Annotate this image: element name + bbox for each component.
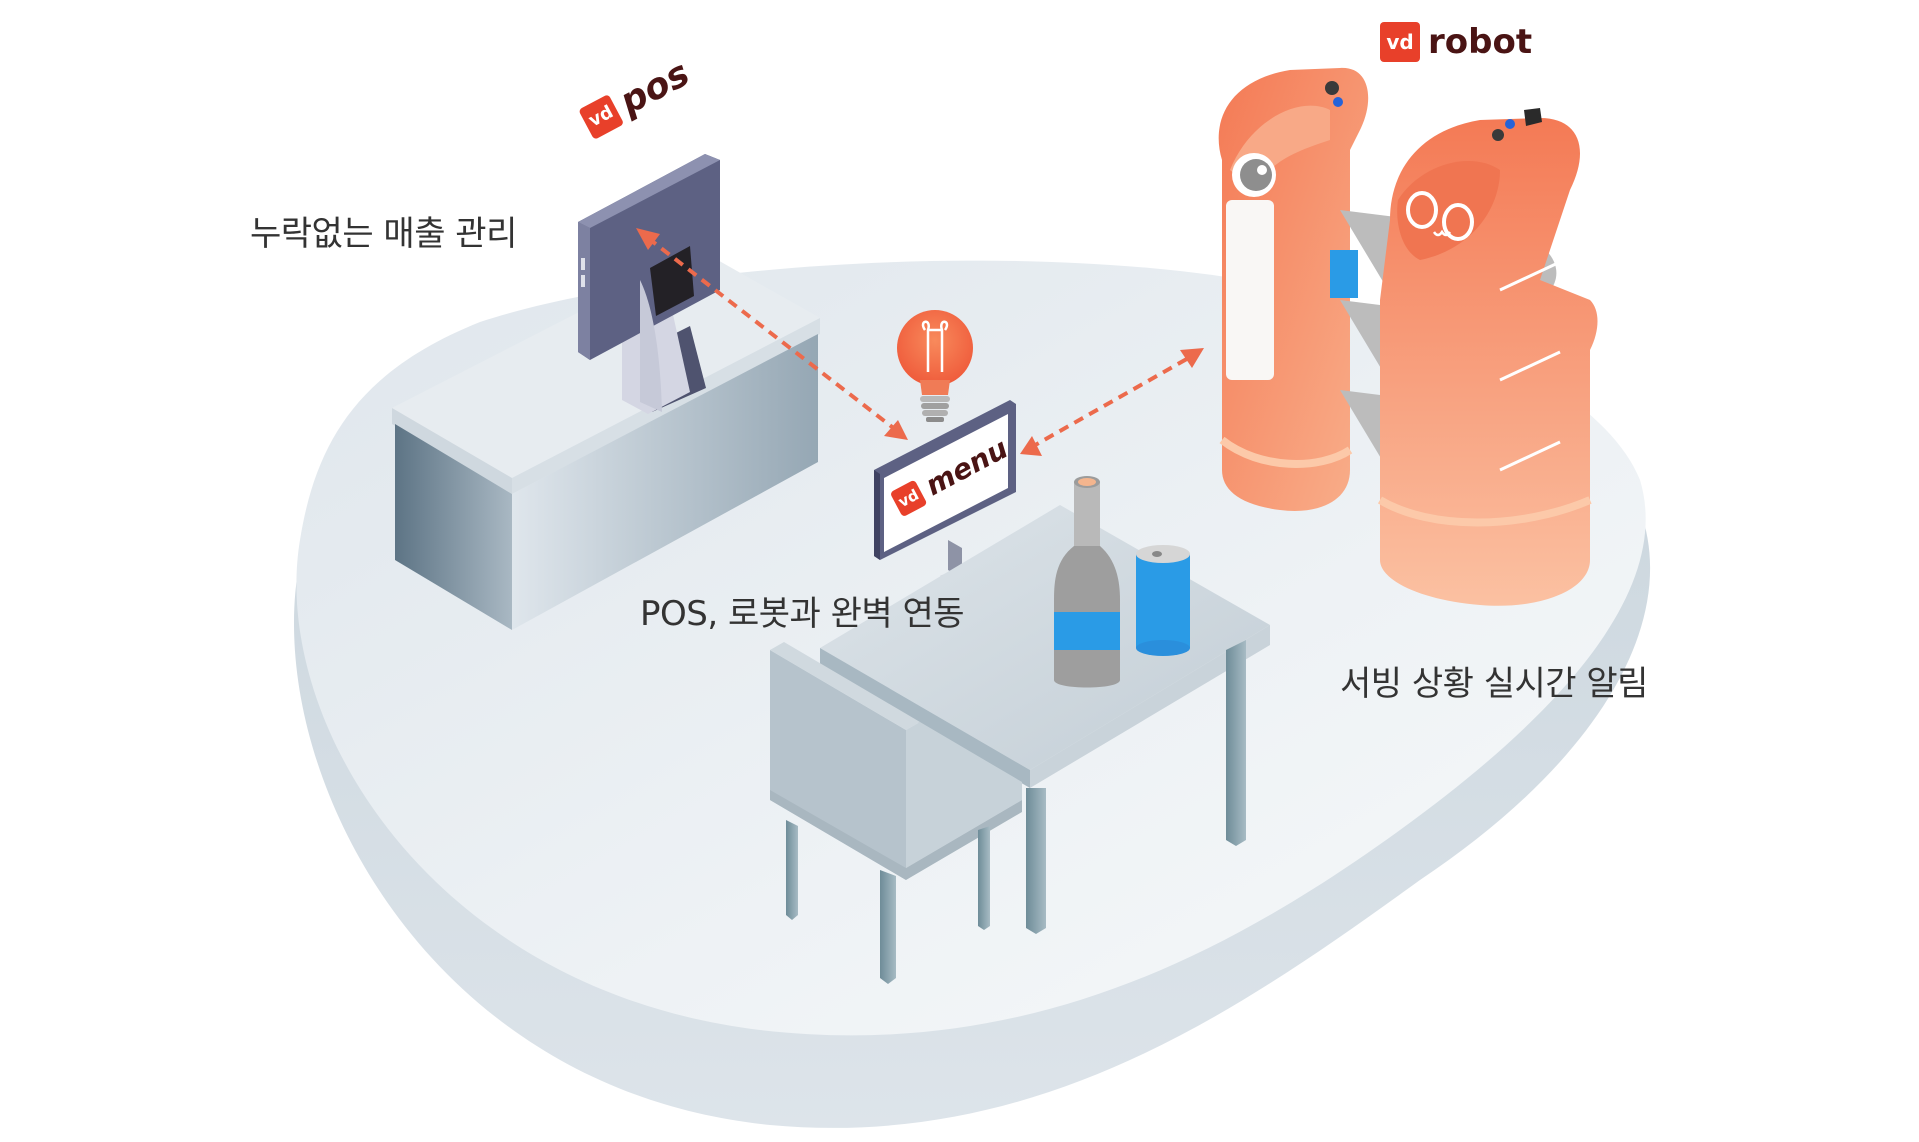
shelf-rail: [1499, 440, 1561, 472]
arrowhead-pos: [636, 228, 660, 250]
shelf-rail: [1499, 350, 1561, 382]
bottle-icon: [1054, 476, 1120, 688]
can-icon: [1136, 545, 1190, 656]
caption-menu: POS, 로봇과 완벽 연동: [640, 594, 965, 634]
arrowhead-menu-right: [1020, 436, 1042, 456]
brand-word: robot: [1428, 22, 1533, 62]
brand-logo-robot: vd robot: [1380, 22, 1532, 62]
connector-menu-robot: [1029, 354, 1193, 450]
robot-back: [1218, 67, 1369, 511]
shelf-rail: [1499, 260, 1561, 292]
caption-pos: 누락없는 매출 관리: [250, 214, 517, 254]
caption-robot: 서빙 상황 실시간 알림: [1340, 664, 1648, 704]
lightbulb-icon: [897, 310, 973, 422]
pos-terminal: [578, 154, 720, 414]
arrowhead-menu-left: [884, 420, 908, 440]
robot-front: [1377, 108, 1598, 606]
arrowhead-robot: [1180, 348, 1204, 368]
connector-menu-pos: [646, 236, 898, 432]
chair: [770, 642, 1022, 984]
brand-badge: vd: [1380, 22, 1420, 62]
connector-arrows: [646, 236, 1193, 450]
counter: [392, 250, 820, 630]
